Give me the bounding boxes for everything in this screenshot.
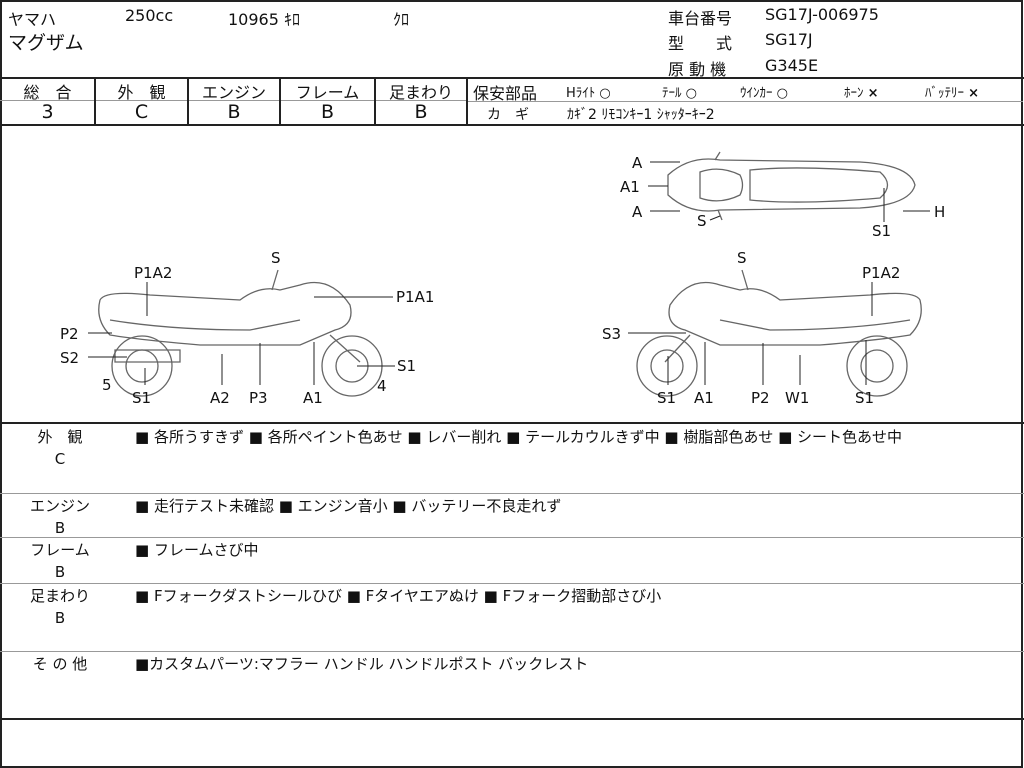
divider [279,77,281,125]
divider [0,651,1024,652]
damage-label: S1 [872,222,891,240]
note-label-other: そ の 他 [32,655,88,673]
divider [374,77,376,125]
grade-value-overall: 3 [41,101,54,123]
damage-label: P3 [249,389,268,407]
damage-label: 4 [377,377,387,395]
note-text-engine: ■ 走行テスト未確認 ■ エンジン音小 ■ バッテリー不良走れず [135,497,562,515]
damage-label: P1A2 [862,264,900,282]
damage-label: A [632,154,643,172]
damage-label: S1 [397,357,416,375]
divider [0,718,1024,720]
divider [0,583,1024,584]
keys-value: ｶｷﾞ2 ﾘﾓｺﾝｷｰ1 ｼｬｯﾀｰｷｰ2 [567,107,715,123]
damage-label: P2 [751,389,770,407]
model-name: マグザム [8,32,84,54]
engine-label: 原 動 機 [668,60,727,79]
grade-label-engine: エンジン [201,83,266,102]
divider [0,537,1024,538]
grade-value-suspension: B [414,101,428,123]
damage-label: S1 [132,389,151,407]
grade-label-overall: 総 合 [23,83,72,102]
divider [466,77,468,125]
note-text-exterior: ■ 各所うすきず ■ 各所ペイント色あせ ■ レバー削れ ■ テールカウルきず中… [135,428,903,446]
safety-item-battery: ﾊﾞｯﾃﾘｰ × [925,86,980,101]
damage-label: S [737,249,747,267]
safety-label: 保安部品 [473,84,538,103]
divider [0,77,1024,79]
divider [94,77,96,125]
color: ｸﾛ [393,10,410,29]
grade-label-exterior: 外 観 [117,83,166,102]
damage-label: S [271,249,281,267]
safety-item-headlight: Hﾗｲﾄ ○ [566,86,611,101]
status-mark: × [867,86,879,101]
damage-label: S1 [855,389,874,407]
grade-value-exterior: C [134,101,149,123]
divider [0,124,1024,126]
damage-label: H [934,203,945,221]
note-text-suspension: ■ Fフォークダストシールひび ■ Fタイヤエアぬけ ■ Fフォーク摺動部さび小 [135,587,662,605]
damage-label: A1 [694,389,714,407]
frame-no: SG17J-006975 [765,5,879,24]
type-label: 型 式 [668,34,733,53]
status-mark: ○ [599,86,611,101]
damage-label: S [697,212,707,230]
keys-label: カ ギ [487,107,529,123]
safety-item-winker: ｳｲﾝｶｰ ○ [740,86,788,101]
damage-diagram: A A1 A S H S1 S P1A2 P1A1 P2 S2 S1 5 4 S… [60,151,945,407]
damage-label: A [632,203,643,221]
divider [0,100,467,101]
grade-label-frame: フレーム [295,83,360,102]
status-mark: ○ [685,86,697,101]
scooter-right-view [636,269,922,397]
damage-label: A1 [303,389,323,407]
safety-item-tail: ﾃｰﾙ ○ [662,86,697,101]
frame-no-label: 車台番号 [668,9,733,28]
damage-label: S1 [657,389,676,407]
damage-label: P2 [60,325,79,343]
scooter-top-view [667,151,916,221]
damage-label: P1A1 [396,288,434,306]
grade-label-suspension: 足まわり [388,83,453,102]
damage-label: S2 [60,349,79,367]
divider [0,422,1024,424]
damage-label: A2 [210,389,230,407]
grade-value-frame: B [320,101,335,123]
note-text-frame: ■ フレームさび中 [135,541,259,559]
displacement: 250cc [125,6,174,25]
divider [0,493,1024,494]
mileage: 10965 ｷﾛ [228,10,300,29]
engine: G345E [765,56,819,75]
safety-item-horn: ﾎｰﾝ × [844,86,879,101]
divider [467,101,1023,102]
damage-label: W1 [785,389,809,407]
leader-lines [88,161,930,385]
type: SG17J [765,30,813,49]
damage-label: S3 [602,325,621,343]
status-mark: × [968,86,980,101]
status-mark: ○ [776,86,788,101]
maker: ヤマハ [8,10,57,29]
note-text-other: ■カスタムパーツ:マフラー ハンドル ハンドルポスト バックレスト [135,655,589,673]
damage-label: P1A2 [134,264,172,282]
damage-label: 5 [102,376,112,394]
grade-value-engine: B [227,101,241,123]
damage-label: A1 [620,178,640,196]
scooter-left-view [98,269,383,397]
divider [187,77,189,125]
